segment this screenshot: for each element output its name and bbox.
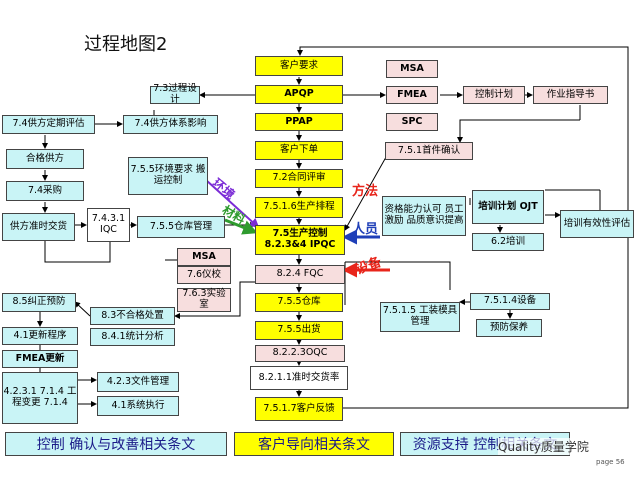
msa-left-node[interactable]: MSA <box>177 248 231 266</box>
corrective-action-node[interactable]: 8.5纠正预防 <box>2 293 76 312</box>
engineering-change-node[interactable]: 4.2.3.1 7.1.4 工程变更 7.1.4 <box>2 372 78 424</box>
qualified-supplier-node[interactable]: 合格供方 <box>6 149 84 169</box>
statistical-analysis-node[interactable]: 8.4.1统计分析 <box>90 328 175 346</box>
update-procedure-node[interactable]: 4.1更新程序 <box>2 327 78 345</box>
apqp-node[interactable]: APQP <box>255 85 343 104</box>
instrument-calibration-node[interactable]: 7.6仪校 <box>177 266 231 284</box>
page-title: 过程地图2 <box>84 34 168 55</box>
watermark-text: Quality质量学院 <box>498 438 589 455</box>
purchasing-node[interactable]: 7.4采购 <box>6 181 84 201</box>
laboratory-node[interactable]: 7.6.3实验室 <box>177 288 231 312</box>
ontime-delivery-node[interactable]: 8.2.1.1准时交货率 <box>250 366 348 390</box>
fmea-update-node[interactable]: FMEA更新 <box>2 350 78 368</box>
fqc-node[interactable]: 8.2.4 FQC <box>255 265 345 284</box>
customer-feedback-node[interactable]: 7.5.1.7客户反馈 <box>255 397 343 421</box>
supplier-system-node[interactable]: 7.4供方体系影响 <box>123 115 218 134</box>
tooling-node[interactable]: 7.5.1.5 工装模具管理 <box>380 302 460 332</box>
warehouse-node[interactable]: 7.5.5仓库 <box>255 293 343 312</box>
fmea-node[interactable]: FMEA <box>386 86 438 104</box>
system-execution-node[interactable]: 4.1系统执行 <box>97 396 179 416</box>
supplier-evaluation-node[interactable]: 7.4供方定期评估 <box>2 115 95 134</box>
training-node[interactable]: 6.2培训 <box>472 233 544 251</box>
order-node[interactable]: 客户下单 <box>255 141 343 160</box>
training-evaluation-node[interactable]: 培训有效性评估 <box>560 210 634 238</box>
ppap-node[interactable]: PPAP <box>255 113 343 131</box>
document-management-node[interactable]: 4.2.3文件管理 <box>97 372 179 392</box>
training-plan-node[interactable]: 培训计划 OJT <box>472 190 544 224</box>
storage-management-node[interactable]: 7.5.5仓库管理 <box>137 216 225 238</box>
footer-customer-clauses: 客户导向相关条文 <box>234 432 394 456</box>
production-control-node[interactable]: 7.5生产控制 8.2.3&4 IPQC <box>255 225 345 255</box>
footer-control-clauses: 控制 确认与改善相关条文 <box>5 432 227 456</box>
shipping-node[interactable]: 7.5.5出货 <box>255 321 343 340</box>
people-label: 人员 <box>352 222 379 237</box>
first-article-node[interactable]: 7.5.1首件确认 <box>385 142 473 160</box>
contract-review-node[interactable]: 7.2合同评审 <box>255 169 343 188</box>
iqc-node[interactable]: 7.4.3.1 IQC <box>87 208 130 242</box>
environment-requirement-node[interactable]: 7.5.5环境要求 搬运控制 <box>128 157 208 195</box>
method-label: 方法 <box>352 184 379 199</box>
spc-node[interactable]: SPC <box>386 113 438 131</box>
production-schedule-node[interactable]: 7.5.1.6生产排程 <box>255 197 343 218</box>
equipment-node[interactable]: 7.5.1.4设备 <box>470 293 550 310</box>
process-design-node[interactable]: 7.3过程设计 <box>150 83 200 105</box>
work-instruction-node[interactable]: 作业指导书 <box>533 86 608 104</box>
control-plan-node[interactable]: 控制计划 <box>463 86 525 104</box>
oqc-node[interactable]: 8.2.2.3OQC <box>255 345 345 362</box>
nonconformity-node[interactable]: 8.3不合格处置 <box>90 307 175 325</box>
customer-requirements-node[interactable]: 客户要求 <box>255 56 343 76</box>
preventive-maintenance-node[interactable]: 预防保养 <box>476 319 542 337</box>
page-number: page 56 <box>596 458 625 466</box>
msa-node[interactable]: MSA <box>386 60 438 78</box>
supplier-delivery-node[interactable]: 供方准时交货 <box>2 213 75 241</box>
capability-node[interactable]: 资格能力认可 员工激励 品质意识提高 <box>382 196 466 236</box>
